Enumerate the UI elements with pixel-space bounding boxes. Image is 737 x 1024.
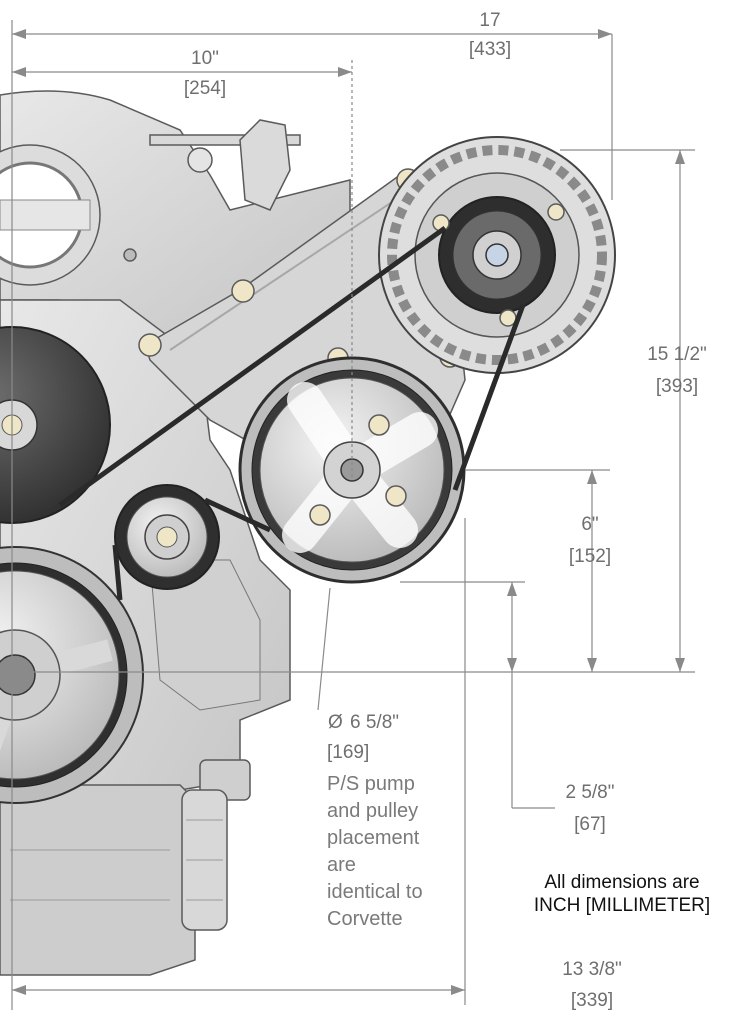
note-line: and pulley bbox=[327, 800, 418, 822]
note-line: P/S pump bbox=[327, 773, 415, 795]
dim-crank-to-ps-mm: [254] bbox=[184, 78, 226, 99]
note-line: are bbox=[327, 854, 356, 876]
note-line: Corvette bbox=[327, 908, 403, 930]
dim-width-lower-inch: 13 3/8" bbox=[562, 959, 622, 980]
bracket-bolt bbox=[138, 333, 162, 357]
dim-overall-width-mm: [433] bbox=[469, 39, 511, 60]
bracket-bolt bbox=[231, 279, 255, 303]
dim-crank-to-ps-inch: 10" bbox=[191, 48, 219, 69]
dim-pulley-diameter-symbol: Ø bbox=[328, 712, 343, 733]
dim-height-inch: 15 1/2" bbox=[647, 344, 707, 365]
dim-pulley-diameter-mm: [169] bbox=[327, 742, 369, 763]
units-note-line: All dimensions are bbox=[544, 872, 699, 893]
placement-note: P/S pump and pulley placement are identi… bbox=[327, 773, 423, 930]
dim-ps-height-inch: 6" bbox=[581, 514, 598, 535]
idler-pulley bbox=[114, 484, 220, 590]
dim-offset-mm: [67] bbox=[574, 814, 606, 835]
dim-overall-width-inch: 17 bbox=[479, 10, 500, 31]
oil-pan bbox=[0, 784, 196, 976]
crank-balancer bbox=[0, 546, 144, 804]
dim-ps-height-mm: [152] bbox=[569, 546, 611, 567]
dimension-labels: 17 [433] 10" [254] 15 1/2" [393] 6" [152… bbox=[184, 10, 707, 1011]
units-note: All dimensions are INCH [MILLIMETER] bbox=[534, 872, 710, 916]
units-note-line: INCH [MILLIMETER] bbox=[534, 895, 710, 916]
note-line: identical to bbox=[327, 881, 423, 903]
dim-offset-inch: 2 5/8" bbox=[565, 782, 614, 803]
dimension-lines bbox=[11, 20, 695, 1010]
note-line: placement bbox=[327, 827, 420, 849]
dim-height-mm: [393] bbox=[656, 376, 698, 397]
alternator bbox=[378, 136, 616, 374]
dim-pulley-diameter-inch: 6 5/8" bbox=[350, 712, 399, 733]
dim-width-lower-mm: [339] bbox=[571, 990, 613, 1011]
serpentine-belt bbox=[58, 225, 526, 601]
